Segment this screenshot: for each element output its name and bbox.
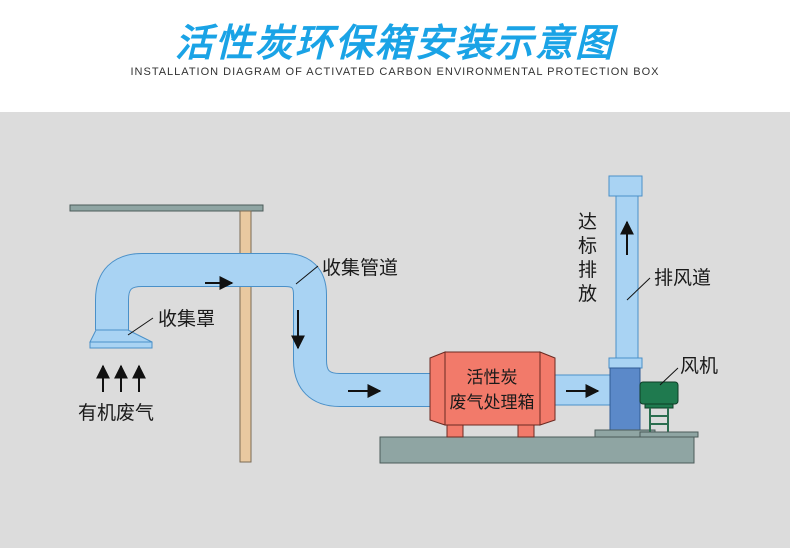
page-title: 活性炭环保箱安装示意图 — [174, 21, 615, 65]
leader-collection-hood — [127, 317, 154, 336]
leader-collection-pipe — [295, 265, 319, 285]
collection-hood-rim — [89, 341, 153, 349]
leader-fan — [659, 367, 679, 386]
ceiling-beam — [69, 204, 264, 212]
base-platform — [379, 436, 695, 464]
box-outlet-taper — [539, 351, 556, 426]
exhaust-stack — [615, 194, 639, 361]
leader-exhaust-duct — [626, 277, 651, 301]
label-discharge-2: 标 — [578, 235, 597, 257]
label-collection-hood: 收集罩 — [158, 308, 215, 330]
support-post — [239, 210, 252, 463]
label-box-line1: 活性炭 — [467, 368, 518, 388]
label-discharge-1: 达 — [578, 211, 597, 233]
exhaust-stack-cap — [608, 175, 643, 197]
label-box-line2: 废气处理箱 — [450, 393, 535, 413]
stack-lower-duct — [609, 367, 641, 431]
label-discharge-4: 放 — [578, 283, 597, 305]
label-collection-pipe: 收集管道 — [322, 257, 398, 279]
collection-pipe — [95, 253, 430, 407]
page-subtitle: INSTALLATION DIAGRAM OF ACTIVATED CARBON… — [130, 66, 660, 78]
label-fan: 风机 — [680, 355, 718, 377]
stack-collar — [608, 357, 643, 369]
label-exhaust-duct: 排风道 — [654, 267, 711, 289]
fan — [639, 381, 699, 438]
label-discharge-3: 排 — [578, 259, 597, 281]
diagram-panel — [0, 112, 790, 548]
header: 活性炭环保箱安装示意图 INSTALLATION DIAGRAM OF ACTI… — [0, 0, 790, 112]
box-inlet-taper — [429, 351, 446, 426]
label-organic-gas: 有机废气 — [78, 402, 154, 424]
collection-hood — [89, 329, 153, 343]
treatment-box — [444, 351, 541, 426]
